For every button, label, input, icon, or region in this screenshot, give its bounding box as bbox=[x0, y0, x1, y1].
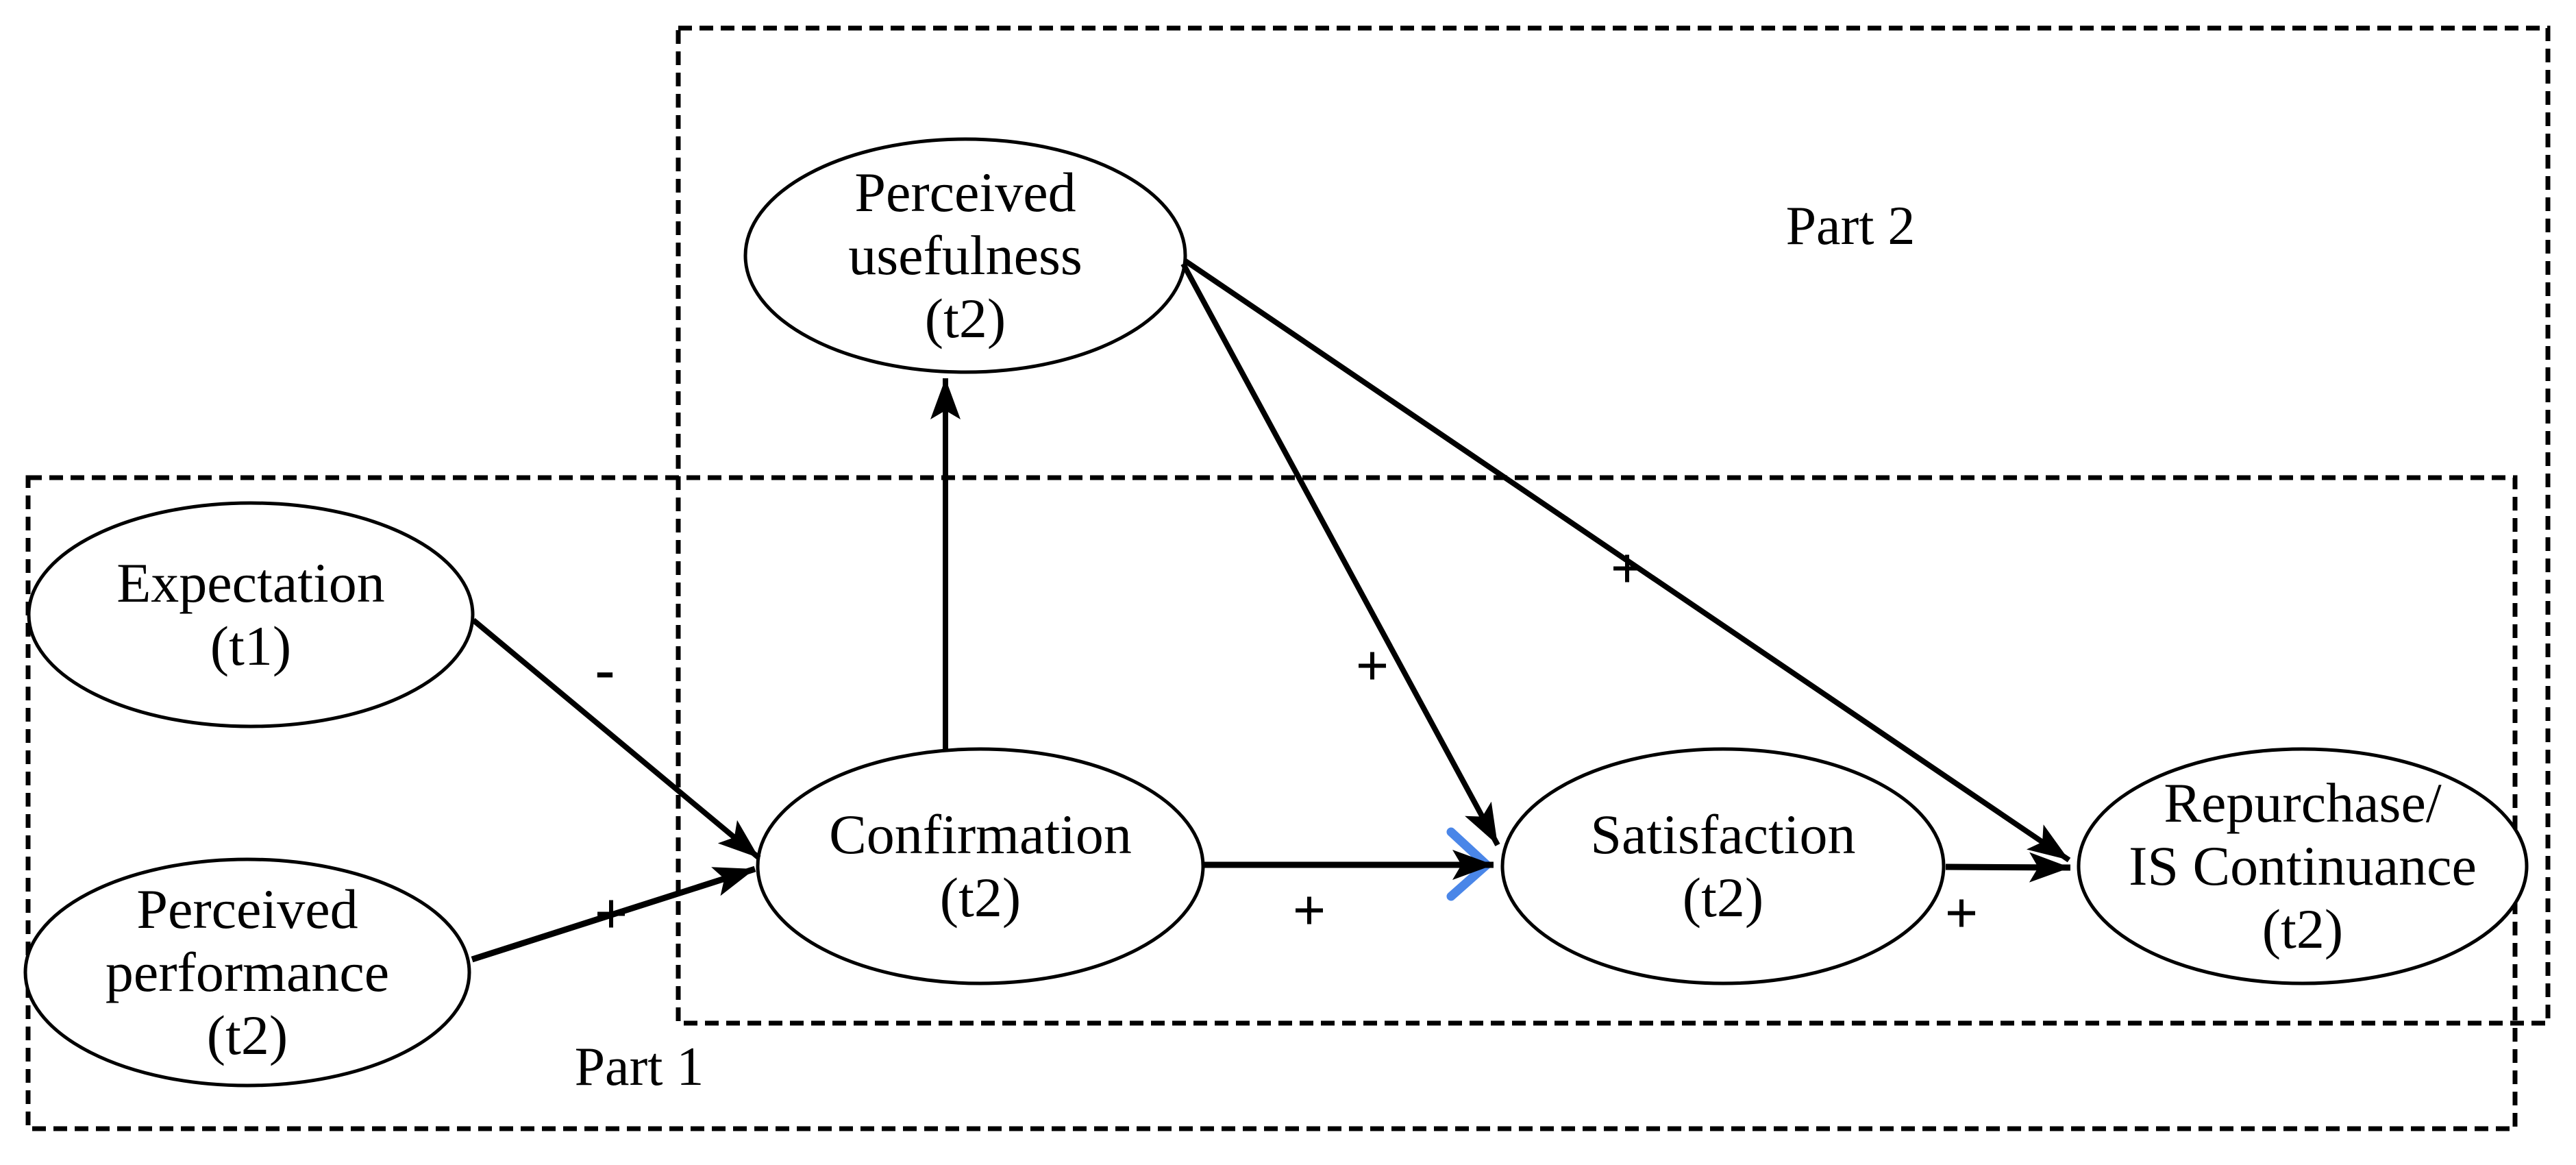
sign-expectation-confirmation: - bbox=[595, 636, 615, 702]
arrow-expectation-confirmation bbox=[471, 617, 761, 861]
part1-box bbox=[25, 475, 2518, 1131]
arrow-usefulness-satisfaction bbox=[1180, 262, 1500, 846]
arrow-usefulness-repurchase bbox=[1182, 258, 2071, 863]
node-satisfaction: Satisfaction (t2) bbox=[1590, 803, 1856, 929]
node-perceived-usefulness: Perceived usefulness (t2) bbox=[848, 161, 1082, 350]
perceived-usefulness-ellipse bbox=[743, 137, 1187, 374]
part2-label: Part 2 bbox=[1785, 196, 1916, 256]
confirmation-ellipse bbox=[756, 747, 1205, 985]
arrow-performance-confirmation bbox=[471, 866, 756, 963]
sign-confirmation-satisfaction: + bbox=[1292, 877, 1326, 943]
node-repurchase-is-continuance: Repurchase/ IS Continuance (t2) bbox=[2129, 772, 2477, 960]
arrow-satisfaction-repurchase bbox=[1945, 852, 2071, 883]
node-perceived-performance: Perceived performance (t2) bbox=[105, 878, 390, 1066]
part1-label: Part 1 bbox=[574, 1037, 704, 1097]
sign-satisfaction-repurchase: + bbox=[1944, 880, 1979, 946]
sign-performance-confirmation: + bbox=[594, 881, 628, 946]
sign-usefulness-satisfaction: + bbox=[1355, 633, 1389, 698]
node-confirmation: Confirmation (t2) bbox=[829, 803, 1132, 929]
repurchase-ellipse bbox=[2077, 747, 2529, 985]
sign-usefulness-repurchase: + bbox=[1610, 535, 1644, 601]
node-expectation: Expectation (t1) bbox=[116, 552, 385, 677]
satisfaction-ellipse bbox=[1500, 747, 1946, 985]
expectation-ellipse bbox=[27, 501, 475, 728]
part2-box bbox=[676, 25, 2551, 1026]
perceived-performance-ellipse bbox=[23, 857, 471, 1088]
